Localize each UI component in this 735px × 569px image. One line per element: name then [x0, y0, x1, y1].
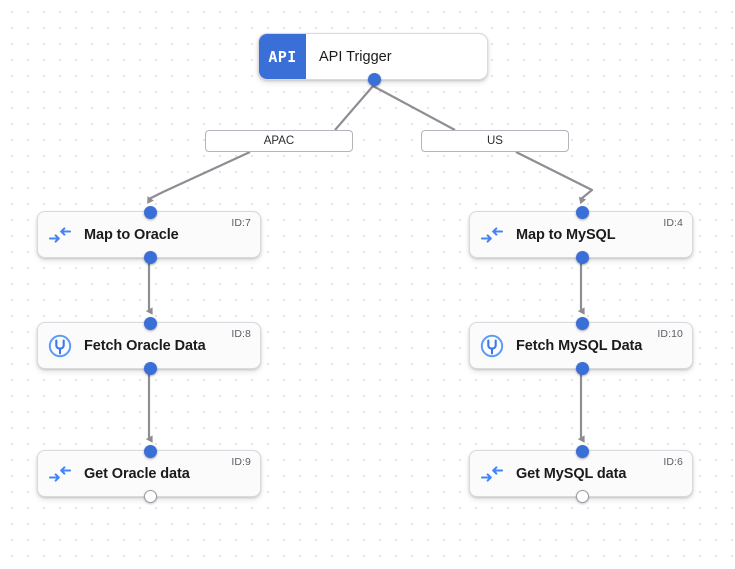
edge-label-apac-text: APAC — [263, 135, 295, 147]
node-id-badge: ID:7 — [231, 217, 251, 229]
api-badge-label: API — [268, 47, 297, 66]
node-id-badge: ID:4 — [663, 217, 683, 229]
node-api-trigger[interactable]: API API Trigger — [258, 33, 488, 86]
edge-label-us-text: US — [487, 135, 503, 147]
edge-label-apac[interactable]: APAC — [205, 130, 353, 152]
port-input[interactable] — [575, 205, 589, 219]
port-trigger-output[interactable] — [367, 72, 381, 86]
node-id-badge: ID:9 — [231, 456, 251, 468]
node-fetch-mysql-data[interactable]: Fetch MySQL Data ID:10 — [469, 316, 693, 375]
edge-us-to-map-mysql — [515, 151, 594, 205]
edge-trigger-to-us — [372, 85, 456, 131]
port-output[interactable] — [143, 250, 157, 264]
port-output[interactable] — [143, 489, 157, 503]
port-output[interactable] — [575, 489, 589, 503]
edge-apac-to-map-oracle — [147, 151, 251, 204]
port-input[interactable] — [143, 444, 157, 458]
node-label: Fetch Oracle Data — [84, 337, 206, 354]
port-input[interactable] — [143, 316, 157, 330]
database-plug-icon — [38, 334, 82, 358]
node-label: Map to Oracle — [84, 226, 179, 243]
node-label: Fetch MySQL Data — [516, 337, 643, 354]
node-id-badge: ID:8 — [231, 328, 251, 340]
merge-arrows-icon — [470, 465, 514, 482]
database-plug-icon — [470, 334, 514, 358]
node-label: Get Oracle data — [84, 465, 190, 482]
edge-label-us[interactable]: US — [421, 130, 569, 152]
node-label: Map to MySQL — [516, 226, 616, 243]
node-label: Get MySQL data — [516, 465, 627, 482]
merge-arrows-icon — [38, 465, 82, 482]
port-output[interactable] — [575, 250, 589, 264]
node-map-to-oracle[interactable]: Map to Oracle ID:7 — [37, 205, 261, 264]
node-fetch-oracle-data[interactable]: Fetch Oracle Data ID:8 — [37, 316, 261, 375]
node-id-badge: ID:10 — [657, 328, 683, 340]
api-trigger-title: API Trigger — [319, 48, 392, 65]
node-id-badge: ID:6 — [663, 456, 683, 468]
merge-arrows-icon — [38, 226, 82, 243]
port-output[interactable] — [143, 361, 157, 375]
edge-trigger-to-apac — [334, 85, 374, 131]
node-map-to-mysql[interactable]: Map to MySQL ID:4 — [469, 205, 693, 264]
merge-arrows-icon — [470, 226, 514, 243]
port-input[interactable] — [143, 205, 157, 219]
node-get-oracle-data[interactable]: Get Oracle data ID:9 — [37, 444, 261, 503]
node-get-mysql-data[interactable]: Get MySQL data ID:6 — [469, 444, 693, 503]
port-input[interactable] — [575, 444, 589, 458]
port-input[interactable] — [575, 316, 589, 330]
port-output[interactable] — [575, 361, 589, 375]
api-badge-icon: API — [259, 34, 306, 79]
